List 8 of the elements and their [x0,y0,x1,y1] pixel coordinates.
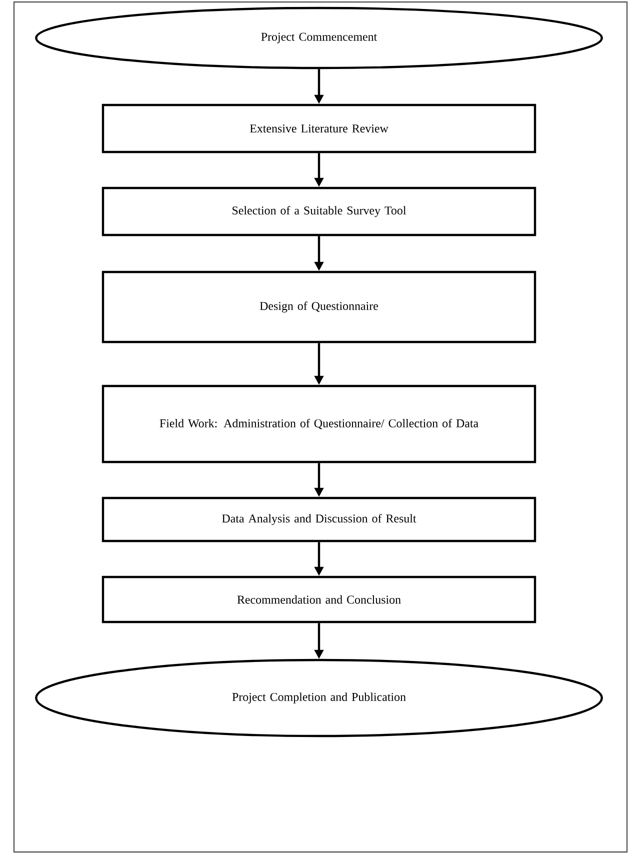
terminal-oval: Project Completion and Publication [35,658,603,738]
process-box: Design of Questionnaire [102,270,536,344]
process-box: Extensive Literature Review [102,104,536,154]
process-box: Recommendation and Conclusion [102,576,536,624]
process-box: Selection of a Suitable Survey Tool [102,186,536,236]
process-box: Field Work: Administration of Questionnaire/ Collection of Data [102,384,536,464]
process-box: Data Analysis and Discussion of Result [102,496,536,542]
terminal-oval: Project Commencement [35,6,603,70]
